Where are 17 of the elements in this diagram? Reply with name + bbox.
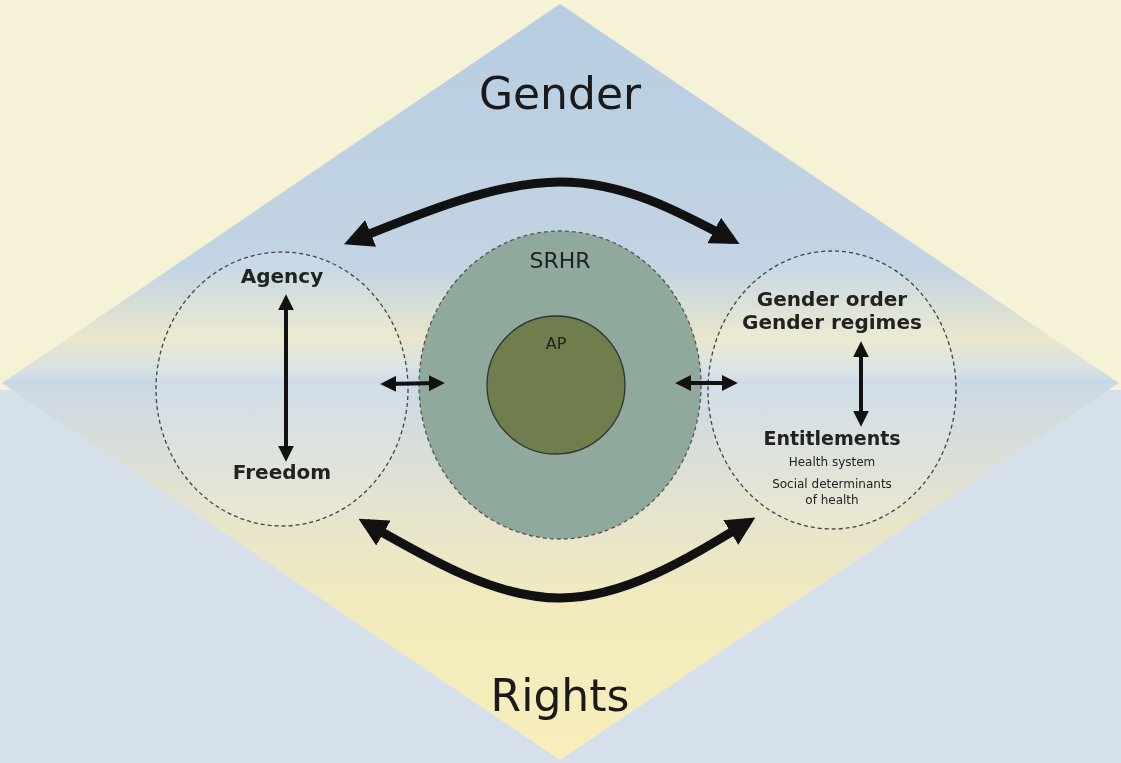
section-heading: Rights	[489, 670, 631, 721]
concept-label: Agency	[239, 265, 325, 288]
concept-label: Gender regimes	[742, 311, 922, 334]
concept-label: Entitlements	[762, 428, 902, 450]
double-arrow	[278, 294, 294, 462]
double-arrow	[853, 341, 869, 427]
sub-label: Social determinants of health	[772, 475, 892, 510]
section-heading: Gender	[477, 68, 643, 119]
concept-label: Freedom	[231, 461, 333, 484]
curved-arrow	[344, 177, 740, 247]
circle-label: AP	[544, 335, 568, 354]
double-arrow	[675, 375, 738, 391]
sub-label: Health system	[787, 455, 877, 470]
curved-arrow	[358, 517, 756, 603]
circle-label: SRHR	[528, 248, 592, 274]
concept-label: Gender order	[755, 288, 909, 311]
double-arrow	[380, 375, 445, 392]
